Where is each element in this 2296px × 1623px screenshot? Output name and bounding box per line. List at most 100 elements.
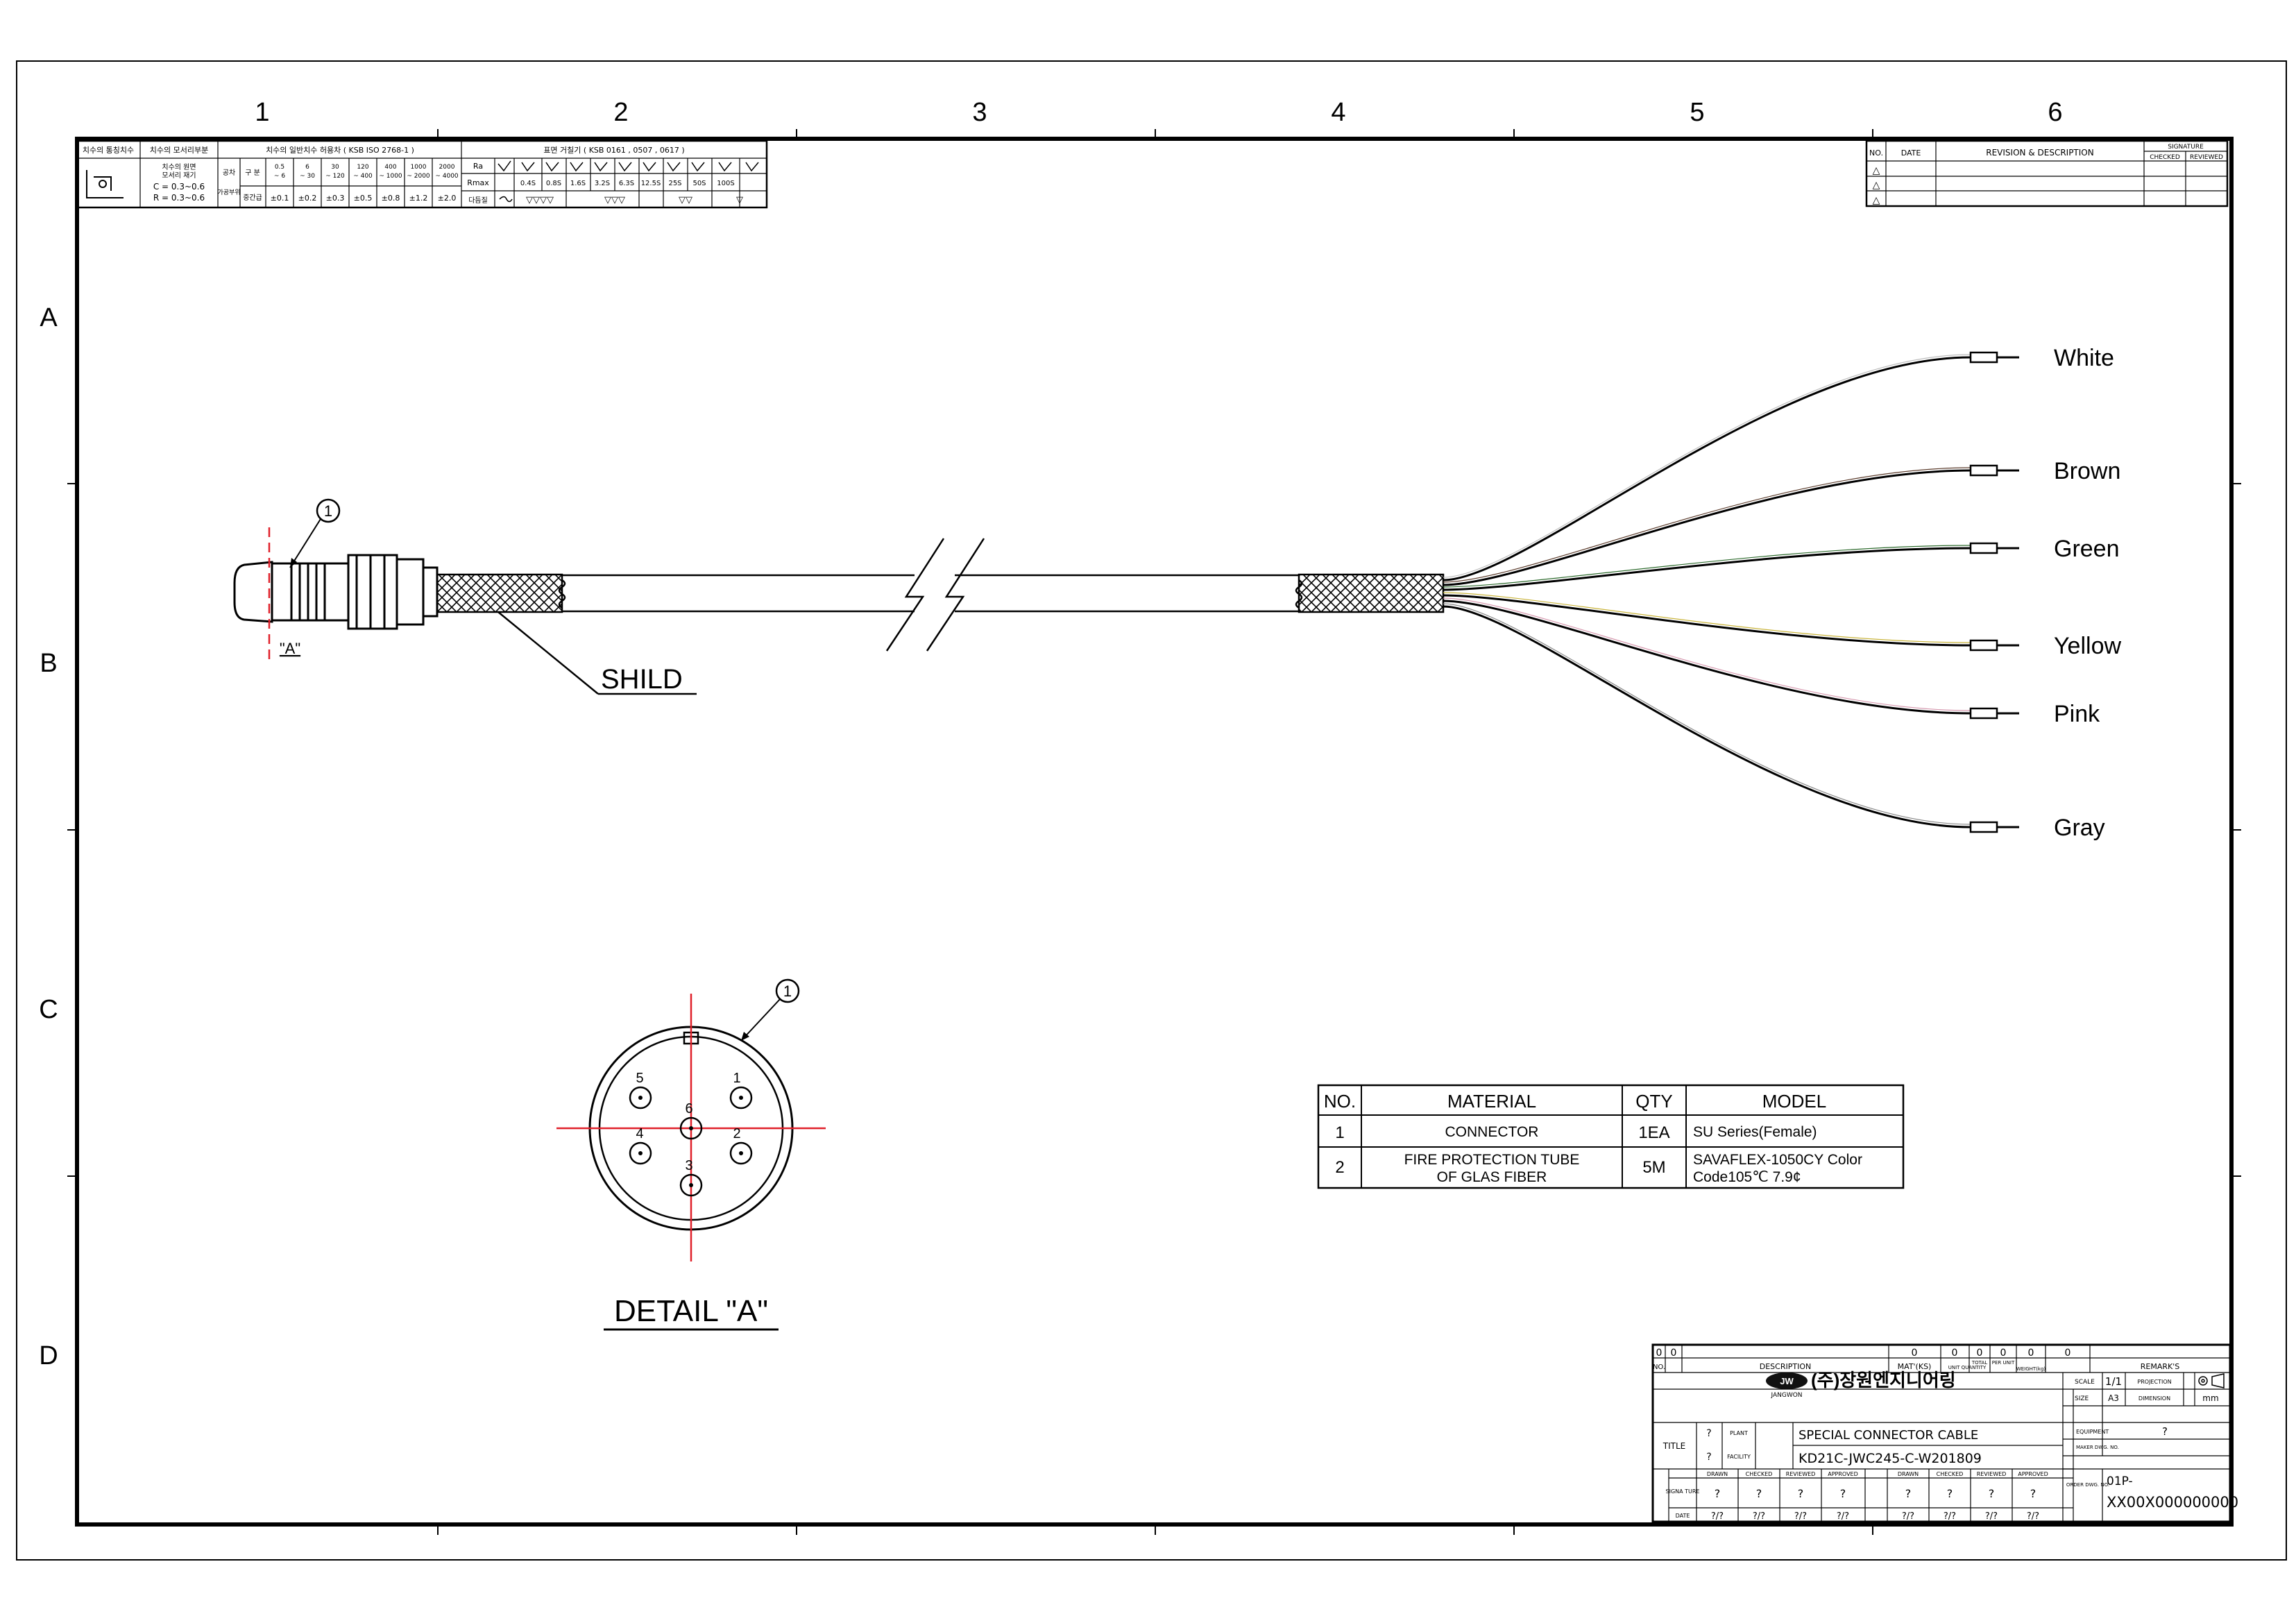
rev-signature-header: SIGNATURE [2168,144,2204,151]
bom-row-1-material: CONNECTOR [1445,1124,1539,1140]
wire-terminal-gray [1969,821,1998,833]
tb-rev-sign-checked: CHECKED [1937,1471,1964,1477]
grid-col-3: 3 [972,98,987,127]
detail-pin-dot-1 [739,1096,743,1100]
rev-description-header: REVISION & DESCRIPTION [1986,148,2093,158]
rev-row-3-mark: △ [1873,195,1880,206]
wire-terminal-green [1969,542,1998,554]
tb-order-value-1: 01P- [2107,1475,2133,1488]
tol-chamfer-note-a: 치수의 원면 [162,163,196,171]
grid-row-b: B [40,649,57,678]
tol-range-5: ~ 1000 [379,173,402,180]
tol-range-3: 30 [331,164,339,171]
tol-value-7: ±2.0 [438,194,457,203]
company-logo-icon [1766,1373,1808,1389]
tb-sign-checked: CHECKED [1746,1471,1773,1477]
tol-range-label: 구 분 [245,169,260,177]
wire-label-brown: Brown [2054,458,2120,484]
item-balloon-top [316,498,341,523]
grid-row-a: A [40,303,58,332]
rev-checked-header: CHECKED [2150,154,2180,161]
detail-pin-label-2: 2 [733,1126,740,1141]
cable-assembly: 1 "A" SHILD WhiteBrownGreenYellowPinkGra… [233,345,2121,841]
wire-green [1443,547,1971,591]
wire-pink-color [1443,597,1971,711]
rough-title: 표면 거칠기 ( KSB 0161 , 0507 , 0617 ) [543,146,684,155]
detail-pin-dot-2 [739,1151,743,1155]
tol-range-7: ~ 4000 [435,173,459,180]
sign-value-4: ? [1840,1487,1846,1500]
rev-date-header: DATE [1901,148,1921,158]
grid-row-d: D [39,1341,58,1370]
tol-chamfer-note-b: 모서리 재기 [162,171,196,180]
tol-range-6: 1000 [411,164,427,171]
wire-label-green: Green [2054,536,2120,562]
bom-header-model: MODEL [1762,1091,1826,1112]
tb-zero-7: 0 [2028,1348,2034,1359]
wire-brown-color [1443,467,1971,583]
date-value-4: ?/? [1837,1511,1849,1522]
tol-chamfer-head: 치수의 모서리부분 [150,146,208,155]
rev-date-value-2: ?/? [1944,1511,1956,1522]
detail-title: DETAIL "A" [614,1294,768,1328]
tb-date-label: DATE [1676,1513,1690,1519]
rmax-value-2: 0.8S [546,180,561,187]
tb-sign-drawn: DRAWN [1707,1471,1728,1477]
grid-ticks [67,129,2241,1535]
detail-pin-dot-3 [689,1183,693,1187]
tb-projection-label: PROJECTION [2137,1379,2171,1385]
item-balloon-top-number: 1 [324,502,332,520]
tb-mat-label: MAT'(KS) [1898,1362,1932,1371]
wire-green-color [1443,545,1971,588]
tb-title-label: TITLE [1663,1441,1685,1451]
title-block: 0 0 0 0 0 0 0 0 NO. DESCRIPTION MAT'(KS)… [1651,1343,2238,1523]
wire-gray-color [1443,603,1971,825]
tb-dimension-label: DIMENSION [2138,1395,2170,1402]
grid-col-2: 2 [613,98,628,127]
tol-range-5: 400 [384,164,396,171]
tb-description-label: DESCRIPTION [1760,1362,1811,1371]
tol-range-2: 6 [305,164,309,171]
wire-gray [1443,605,1971,829]
detail-pin-dot-6 [689,1126,693,1130]
chamfer-symbol-icon [86,170,124,198]
rev-reviewed-header: REVIEWED [2190,154,2223,161]
rmax-value-4: 3.2S [595,180,610,187]
bom-row-2-model-2: Code105℃ 7.9¢ [1693,1169,1801,1185]
shield-braid-left [436,573,563,613]
grid-col-4: 4 [1331,98,1345,127]
rmax-value-8: 50S [692,180,706,187]
wire-yellow-color [1443,592,1971,643]
wire-brown [1443,469,1971,586]
tb-rev-sign-reviewed: REVIEWED [1977,1471,2007,1477]
tol-value-4: ±0.5 [354,194,373,203]
detail-pin-2 [729,1141,753,1165]
tb-sign-approved: APPROVED [1828,1471,1858,1477]
wire-white-color [1443,354,1971,578]
grid-col-5: 5 [1690,98,1704,127]
rev-row-1-mark: △ [1873,165,1880,176]
bom-row-2-model-1: SAVAFLEX-1050CY Color [1693,1152,1862,1168]
bom-header-qty: QTY [1635,1091,1672,1112]
shield-braid-right [1298,573,1445,613]
tb-perunit-label: PER UNIT [1992,1360,2015,1366]
tb-no-label: NO. [1653,1363,1665,1371]
rough-tri-4: ▽▽▽▽ [526,195,554,205]
grid-row-labels: A B C D [39,303,58,1370]
rough-ra-label: Ra [473,162,483,171]
wire-label-white: White [2054,345,2114,371]
wire-white [1443,356,1971,581]
tb-size-value: A3 [2108,1393,2119,1403]
tol-chamfer-r: R = 0.3~0.6 [153,193,205,203]
tb-title-line-2: KD21C-JWC245-C-W201809 [1798,1451,1982,1466]
connector-body [271,554,439,630]
outer-border [16,60,2287,1561]
tol-value-1: ±0.1 [271,194,289,203]
roughness-symbols [498,160,759,203]
rev-sign-value-3: ? [1989,1487,1995,1500]
sign-values: ??/???/???/???/???/???/???/???/? [1711,1487,2039,1522]
